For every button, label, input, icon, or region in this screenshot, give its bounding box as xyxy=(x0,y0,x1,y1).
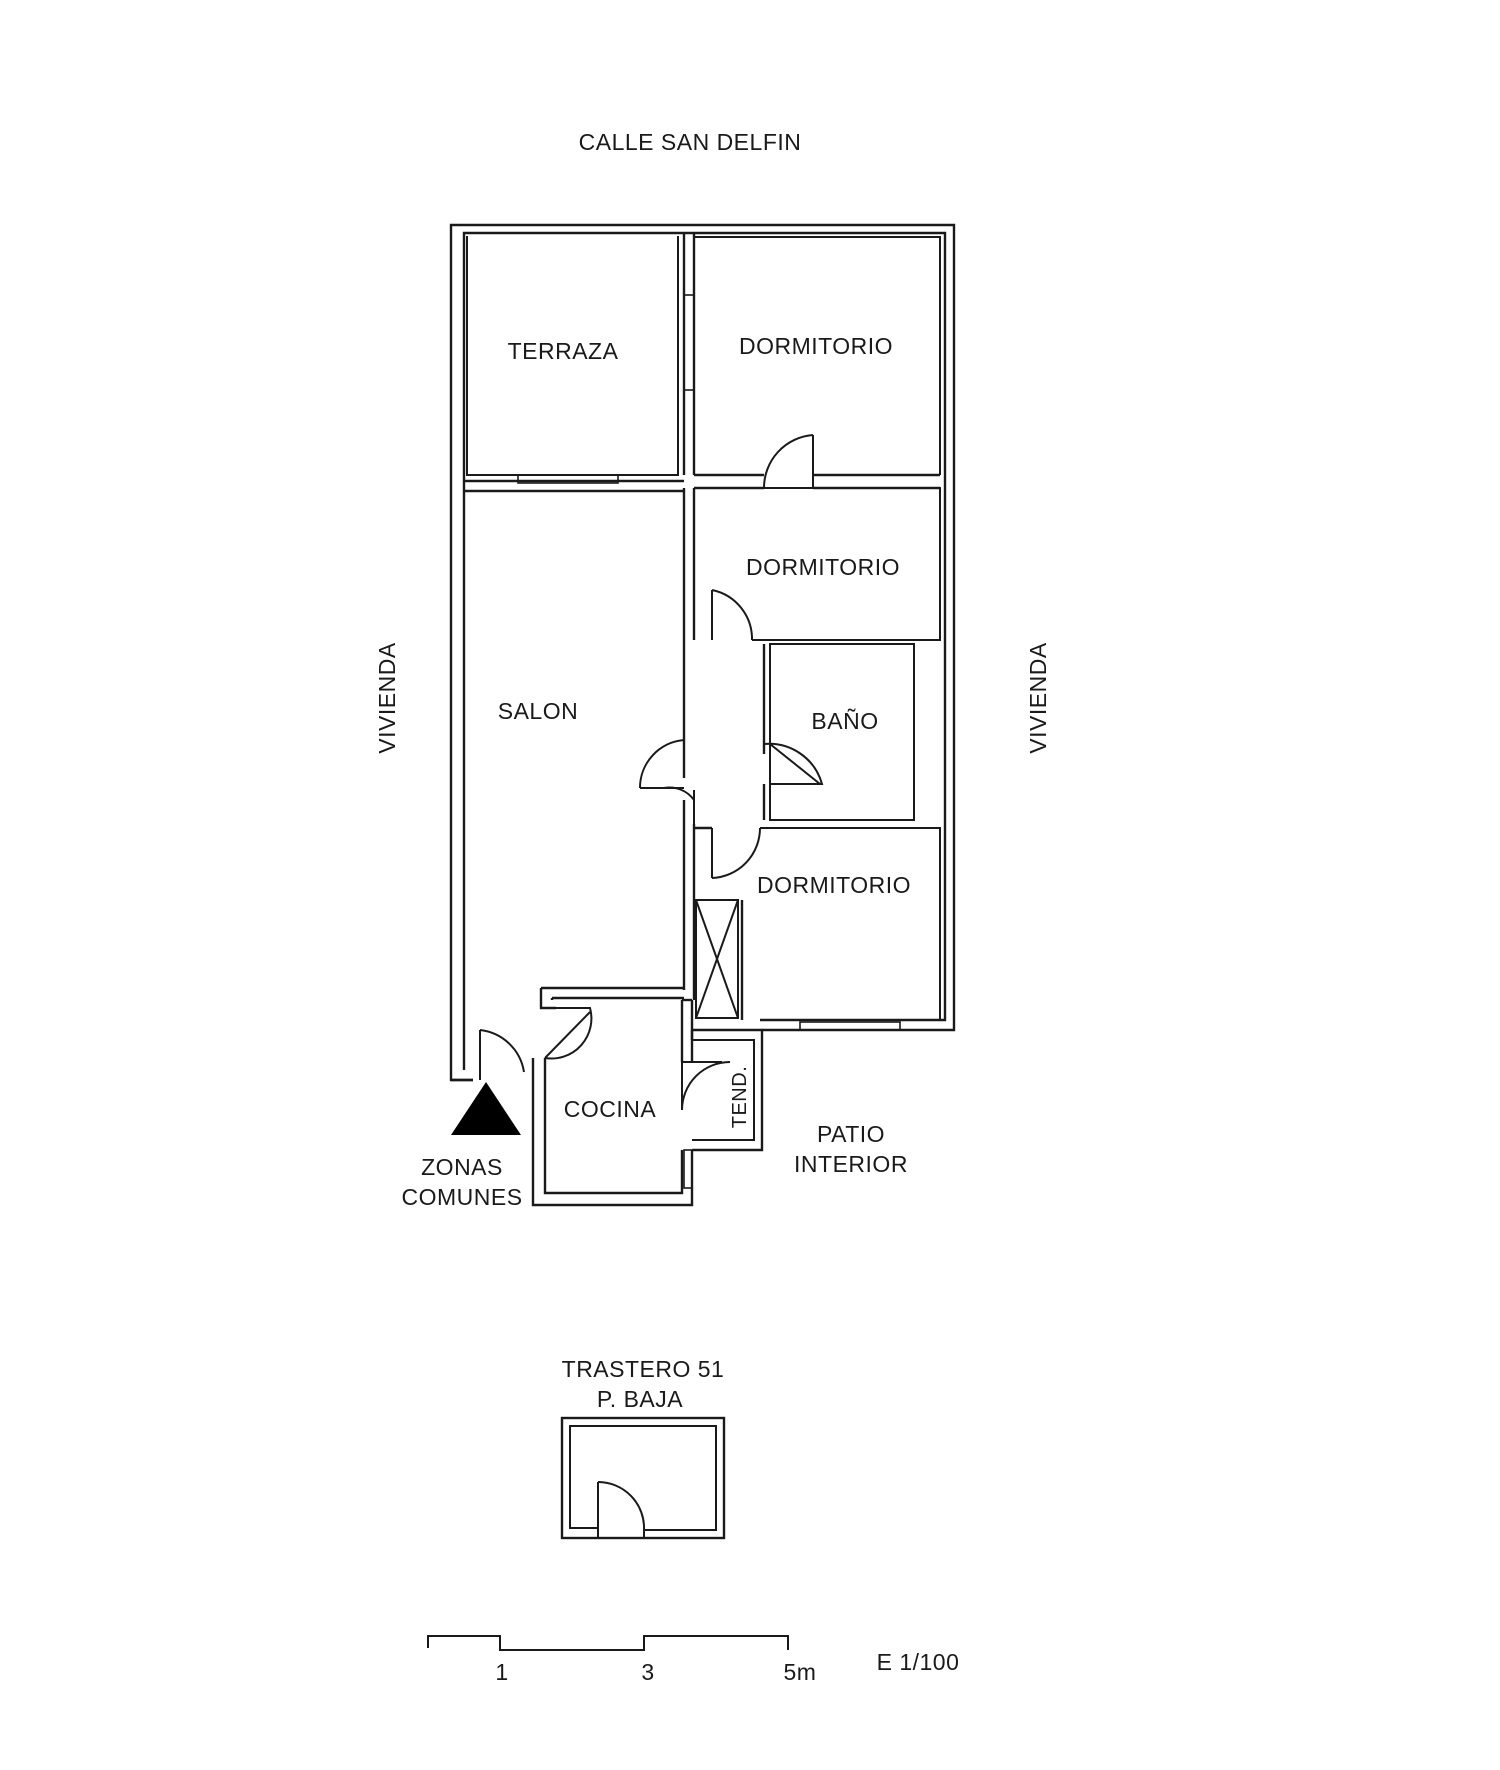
entrance-label-line2: COMUNES xyxy=(401,1184,522,1210)
entrance-arrow-icon xyxy=(451,1082,521,1135)
scale-bar xyxy=(427,1635,789,1651)
street-label: CALLE SAN DELFIN xyxy=(579,129,802,155)
neighbor-left-label: VIVIENDA xyxy=(374,642,400,754)
room-label-terraza: TERRAZA xyxy=(508,338,619,364)
neighbor-right-label: VIVIENDA xyxy=(1025,642,1051,754)
patio-label-line2: INTERIOR xyxy=(794,1151,908,1177)
storage-title: TRASTERO 51 xyxy=(562,1356,725,1382)
scale-tick-5: 5m xyxy=(784,1659,817,1685)
room-label-cocina: COCINA xyxy=(564,1096,657,1122)
doors xyxy=(479,434,824,1111)
room-label-tendedero: TEND. xyxy=(729,1066,751,1129)
storage-room xyxy=(560,1416,726,1540)
room-label-dormitorio-3: DORMITORIO xyxy=(757,872,911,898)
room-label-dormitorio-1: DORMITORIO xyxy=(739,333,893,359)
entrance-label-line1: ZONAS xyxy=(421,1154,503,1180)
room-label-bano: BAÑO xyxy=(811,708,878,734)
room-label-salon: SALON xyxy=(498,698,578,724)
scale-ratio: E 1/100 xyxy=(877,1649,960,1675)
storage-floor: P. BAJA xyxy=(597,1386,683,1412)
patio-label-line1: PATIO xyxy=(817,1121,885,1147)
scale-tick-1: 1 xyxy=(495,1659,508,1685)
outer-walls xyxy=(449,223,956,1082)
room-label-dormitorio-2: DORMITORIO xyxy=(746,554,900,580)
interior-walls xyxy=(464,233,941,1207)
scale-tick-3: 3 xyxy=(641,1659,654,1685)
